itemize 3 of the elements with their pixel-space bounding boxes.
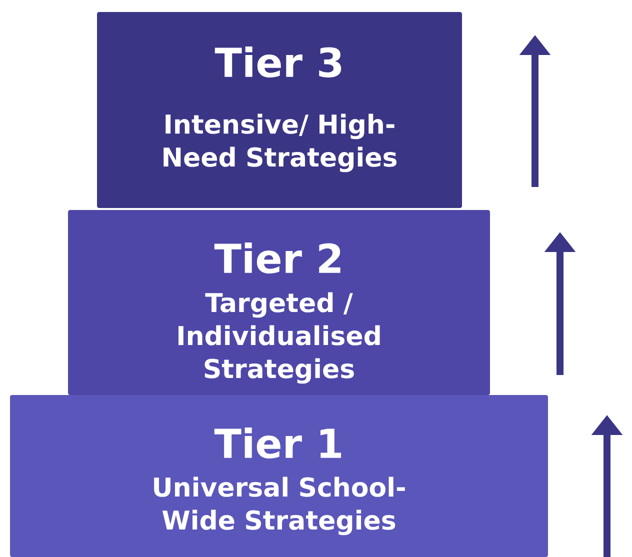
tier-box: Tier 3 Intensive/ High-Need Strategies	[97, 12, 462, 208]
tier-box: Tier 1 Universal School-Wide Strategies	[10, 394, 548, 557]
tier-box: Tier 2 Targeted / Individualised Strategies	[68, 210, 490, 395]
